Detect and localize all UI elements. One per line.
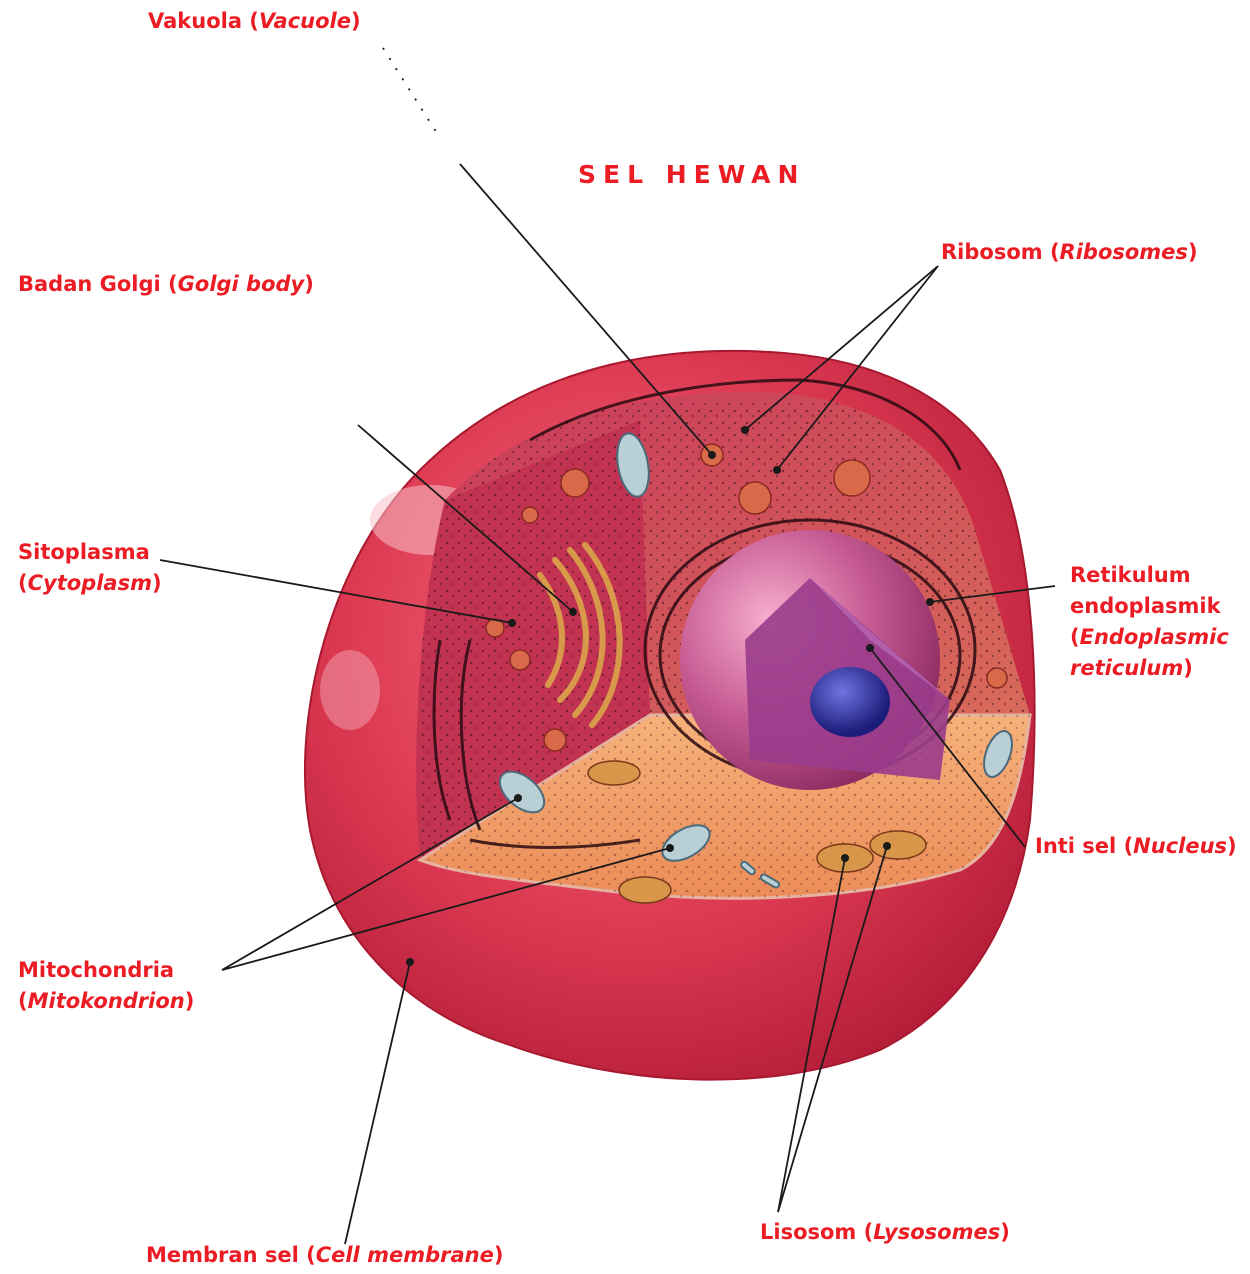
label-nucleus-alt: Nucleus <box>1133 834 1227 858</box>
label-er-line1: Retikulum <box>1070 560 1229 591</box>
label-ribosome-main: Ribosom ( <box>941 240 1060 264</box>
label-vacuole-alt: Vacuole <box>259 9 351 33</box>
label-mitochondria-alt: Mitokondrion <box>28 989 185 1013</box>
membrane-highlight <box>320 650 380 730</box>
label-er-alt1: Endoplasmic <box>1080 625 1229 649</box>
label-golgi-end: ) <box>304 272 314 296</box>
label-golgi-alt: Golgi body <box>178 272 305 296</box>
label-er-open: ( <box>1070 625 1080 649</box>
label-ribosome-alt: Ribosomes <box>1060 240 1188 264</box>
label-membrane-end: ) <box>494 1243 504 1267</box>
label-er-line2: endoplasmik <box>1070 591 1229 622</box>
label-er-line3: (Endoplasmic <box>1070 622 1229 653</box>
label-nucleus-main: Inti sel ( <box>1035 834 1133 858</box>
label-mitochondria: Mitochondria (Mitokondrion) <box>18 955 194 1017</box>
label-vacuole: Vakuola (Vacuole) <box>148 6 361 37</box>
label-lysosome-alt: Lysosomes <box>873 1220 1000 1244</box>
label-vacuole-main: Vakuola ( <box>148 9 259 33</box>
label-er: Retikulum endoplasmik (Endoplasmic retic… <box>1070 560 1229 684</box>
label-cytoplasm-open: ( <box>18 571 28 595</box>
label-mitochondria-line2: (Mitokondrion) <box>18 986 194 1017</box>
label-cytoplasm-line1: Sitoplasma <box>18 537 162 568</box>
label-nucleus: Inti sel (Nucleus) <box>1035 831 1237 862</box>
label-lysosome: Lisosom (Lysosomes) <box>760 1217 1010 1248</box>
label-vacuole-end: ) <box>351 9 361 33</box>
label-golgi: Badan Golgi (Golgi body) <box>18 269 314 300</box>
label-nucleus-end: ) <box>1227 834 1237 858</box>
label-mitochondria-open: ( <box>18 989 28 1013</box>
label-lysosome-end: ) <box>1000 1220 1010 1244</box>
label-er-alt2: reticulum <box>1070 656 1183 680</box>
label-membrane-main: Membran sel ( <box>146 1243 316 1267</box>
label-er-line4: reticulum) <box>1070 653 1229 684</box>
label-cytoplasm-end: ) <box>152 571 162 595</box>
label-ribosome-end: ) <box>1188 240 1198 264</box>
label-mitochondria-end: ) <box>185 989 195 1013</box>
label-golgi-main: Badan Golgi ( <box>18 272 178 296</box>
label-membrane: Membran sel (Cell membrane) <box>146 1240 503 1271</box>
label-ribosome: Ribosom (Ribosomes) <box>941 237 1198 268</box>
label-lysosome-main: Lisosom ( <box>760 1220 873 1244</box>
nucleolus-shape <box>810 667 890 737</box>
label-cytoplasm: Sitoplasma (Cytoplasm) <box>18 537 162 599</box>
label-membrane-alt: Cell membrane <box>316 1243 494 1267</box>
label-cytoplasm-alt: Cytoplasm <box>28 571 152 595</box>
diagram-title: SEL HEWAN <box>578 160 805 189</box>
label-mitochondria-line1: Mitochondria <box>18 955 194 986</box>
label-cytoplasm-line2: (Cytoplasm) <box>18 568 162 599</box>
label-er-end: ) <box>1183 656 1193 680</box>
